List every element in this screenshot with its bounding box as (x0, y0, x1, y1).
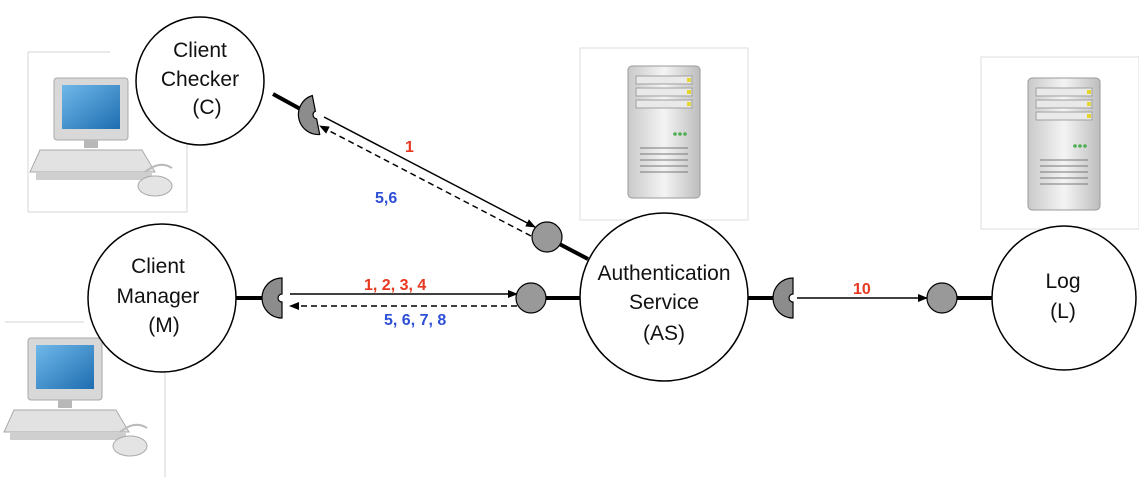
manager-request-label: 1, 2, 3, 4 (364, 277, 426, 294)
authentication-service-label-3: (AS) (643, 322, 685, 345)
checker-response-arrow (319, 125, 532, 237)
client-manager-label-2: Manager (117, 285, 200, 308)
client-manager-node (87, 223, 237, 373)
computer-icon (27, 51, 188, 213)
log-request-label: 10 (853, 281, 871, 298)
checker-request-arrow (323, 116, 536, 228)
log-label-2: (L) (1050, 300, 1076, 323)
client-checker-label-3: (C) (192, 96, 221, 119)
required-interface-checker-icon (297, 94, 321, 136)
server-icon (579, 47, 749, 221)
authentication-service-node (579, 212, 749, 382)
required-interface-manager-icon (261, 277, 283, 319)
client-manager-label-1: Client (131, 255, 185, 278)
client-checker-node (135, 16, 265, 146)
client-checker-label-2: Checker (161, 68, 239, 91)
server-icon (980, 56, 1139, 230)
authentication-service-label-1: Authentication (597, 262, 730, 285)
manager-response-label: 5, 6, 7, 8 (384, 312, 446, 329)
provided-interface-checker-icon (531, 221, 563, 253)
log-node (991, 225, 1137, 371)
required-interface-as-icon (772, 277, 794, 319)
client-checker-label-1: Client (173, 39, 227, 62)
provided-interface-log-icon (926, 282, 958, 314)
provided-interface-manager-icon (515, 282, 547, 314)
computer-icon (3, 321, 166, 477)
checker-request-label: 1 (405, 139, 414, 156)
log-label-1: Log (1045, 270, 1080, 293)
checker-response-label: 5,6 (375, 190, 397, 207)
client-manager-label-3: (M) (148, 314, 179, 337)
authentication-service-label-2: Service (629, 291, 699, 314)
